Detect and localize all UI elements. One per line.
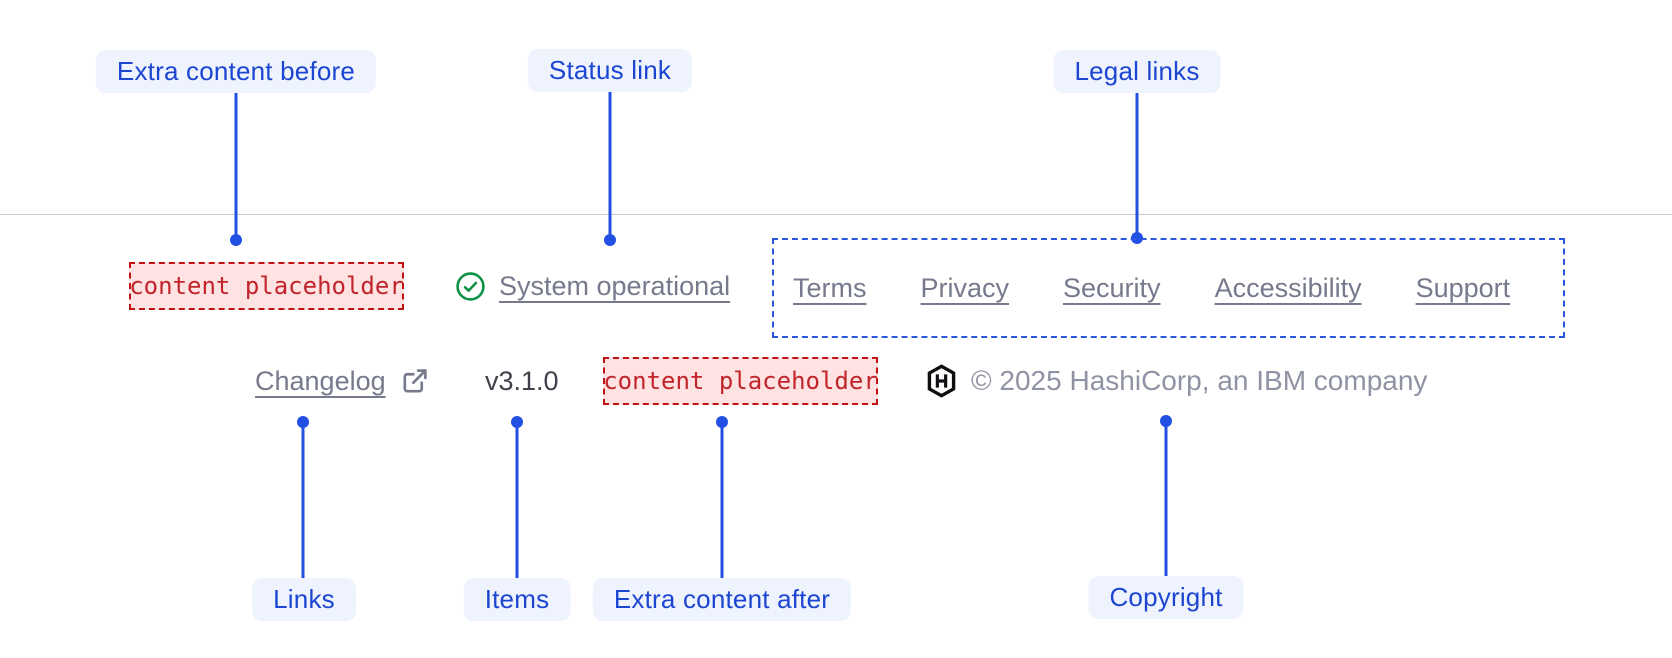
connector-line xyxy=(1164,424,1168,576)
changelog-link-label: Changelog xyxy=(255,365,386,396)
legal-link-terms[interactable]: Terms xyxy=(793,272,867,303)
hashicorp-logo xyxy=(926,364,957,398)
callout-items: Items xyxy=(463,578,571,621)
status-link-label: System operational xyxy=(499,270,731,301)
page-divider xyxy=(0,214,1672,215)
connector-line xyxy=(608,92,612,235)
connector-dot xyxy=(511,416,523,428)
changelog-link[interactable]: Changelog xyxy=(255,357,429,405)
legal-link-security[interactable]: Security xyxy=(1063,272,1161,303)
connector-dot xyxy=(297,416,309,428)
legal-link-support[interactable]: Support xyxy=(1415,272,1511,303)
callout-status-link: Status link xyxy=(527,49,693,92)
connector-line xyxy=(720,425,724,578)
callout-extra-content-after: Extra content after xyxy=(592,578,852,621)
connector-line xyxy=(301,425,305,578)
connector-line xyxy=(1135,93,1139,233)
extra-content-before-placeholder: content placeholder xyxy=(129,262,404,310)
copyright-text: © 2025 HashiCorp, an IBM company xyxy=(971,365,1428,396)
copyright: © 2025 HashiCorp, an IBM company xyxy=(926,357,1427,405)
legal-links-group: Terms Privacy Security Accessibility Sup… xyxy=(772,238,1565,338)
version-item: v3.1.0 xyxy=(485,365,559,396)
connector-dot xyxy=(604,234,616,246)
legal-link-privacy[interactable]: Privacy xyxy=(920,272,1010,303)
connector-line xyxy=(234,93,238,235)
status-link[interactable]: System operational xyxy=(455,262,730,310)
callout-copyright: Copyright xyxy=(1088,576,1244,619)
callout-links: Links xyxy=(252,578,356,621)
check-circle-icon xyxy=(455,271,486,302)
connector-dot xyxy=(1160,415,1172,427)
extra-content-after-placeholder: content placeholder xyxy=(603,357,878,405)
connector-dot xyxy=(230,234,242,246)
connector-dot xyxy=(716,416,728,428)
external-link-icon xyxy=(400,367,429,396)
connector-line xyxy=(515,425,519,578)
callout-legal-links: Legal links xyxy=(1053,50,1221,93)
callout-extra-content-before: Extra content before xyxy=(95,50,377,93)
legal-link-accessibility[interactable]: Accessibility xyxy=(1214,272,1362,303)
